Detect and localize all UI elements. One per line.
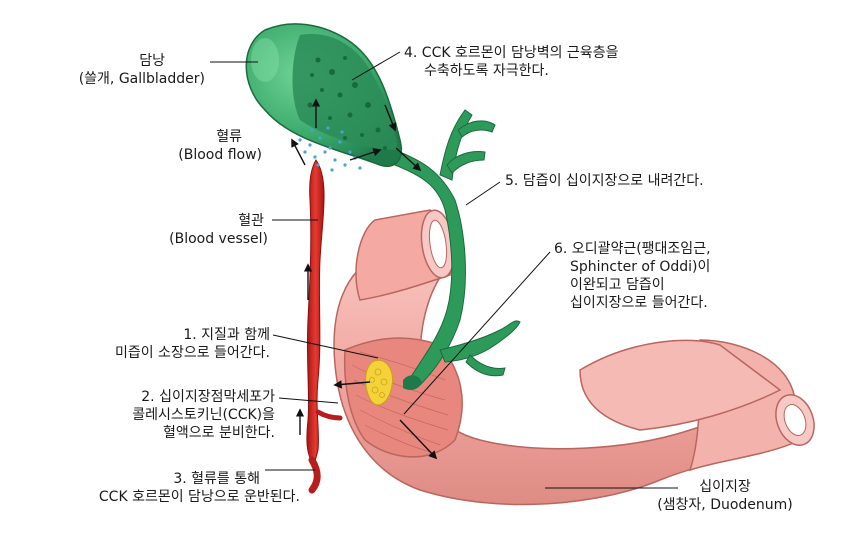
step-1-line-2: 미즙이 소장으로 들어간다. xyxy=(114,345,270,361)
blood-vessel-name: 혈관 xyxy=(238,213,264,229)
leader-lines xyxy=(210,51,678,489)
step-5-line-1: 5. 담즙이 십이지장으로 내려간다. xyxy=(505,173,704,189)
blood-flow-subname: (Blood flow) xyxy=(178,147,262,163)
step-6-line-3: 이완되고 담즙이 xyxy=(570,277,665,293)
label-step-1: 1. 지질과 함께 미즙이 소장으로 들어간다. xyxy=(60,326,270,362)
blood-vessel xyxy=(306,159,343,494)
gallbladder-wall-texture xyxy=(307,56,387,150)
step-3-line-2: CCK 호르몬이 담낭으로 운반된다. xyxy=(98,489,300,505)
step-2-line-1: 2. 십이지장점막세포가 xyxy=(141,389,275,405)
label-step-6: 6. 오디괄약근(팽대조임근, Sphincter of Oddi)이 이완되고… xyxy=(554,240,784,312)
step-2-line-3: 혈액으로 분비한다. xyxy=(163,425,275,441)
step-6-line-1: 6. 오디괄약근(팽대조임근, xyxy=(554,241,711,257)
gallbladder-name: 담낭 xyxy=(139,53,165,69)
label-duodenum: 십이지장 (샘창자, Duodenum) xyxy=(640,478,810,514)
duodenum xyxy=(333,209,815,506)
step-6-line-2: Sphincter of Oddi)이 xyxy=(570,259,711,275)
blood-flow-name: 혈류 xyxy=(216,129,242,145)
gallbladder xyxy=(245,23,402,167)
duodenum-subname: (샘창자, Duodenum) xyxy=(657,497,793,513)
label-step-3: 3. 혈류를 통해 CCK 호르몬이 담낭으로 운반된다. xyxy=(30,470,300,506)
cck-hormone-dots xyxy=(298,126,362,172)
gallbladder-subname: (쓸개, Gallbladder) xyxy=(78,71,205,87)
label-blood-flow: 혈류 (Blood flow) xyxy=(150,128,262,164)
label-gallbladder: 담낭 (쓸개, Gallbladder) xyxy=(60,52,205,88)
step-1-line-1: 1. 지질과 함께 xyxy=(183,327,270,343)
step-6-line-4: 십이지장으로 들어간다. xyxy=(570,295,708,311)
process-arrows xyxy=(291,98,438,460)
step-2-line-2: 콜레시스토키닌(CCK)을 xyxy=(132,407,275,423)
step-3-line-1: 3. 혈류를 통해 xyxy=(173,471,260,487)
label-step-2: 2. 십이지장점막세포가 콜레시스토키닌(CCK)을 혈액으로 분비한다. xyxy=(60,388,275,442)
duodenum-name: 십이지장 xyxy=(699,479,751,495)
blood-vessel-subname: (Blood vessel) xyxy=(169,231,268,247)
step-4-line-1: 4. CCK 호르몬이 담낭벽의 근육층을 xyxy=(404,45,619,61)
label-blood-vessel: 혈관 (Blood vessel) xyxy=(150,212,268,248)
label-step-4: 4. CCK 호르몬이 담낭벽의 근육층을 수축하도록 자극한다. xyxy=(404,44,704,80)
label-step-5: 5. 담즙이 십이지장으로 내려간다. xyxy=(505,172,795,190)
step-4-line-2: 수축하도록 자극한다. xyxy=(424,63,549,79)
